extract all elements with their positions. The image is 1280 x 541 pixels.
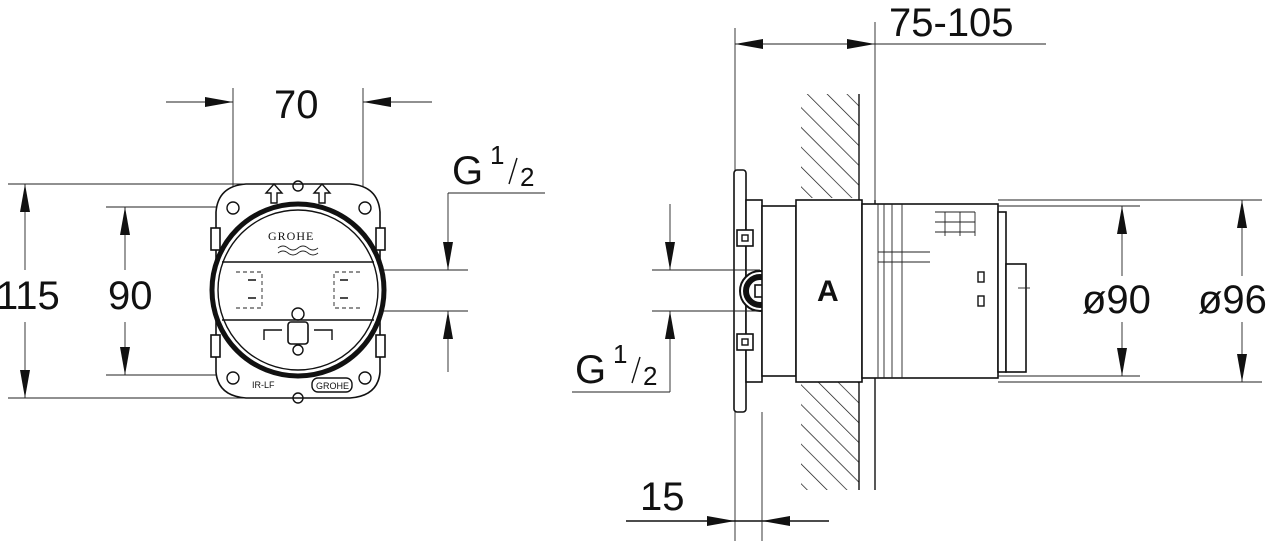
arrow-dia96-bottom [1237, 354, 1247, 382]
screw-hole-top-center [292, 180, 304, 192]
brand-logo-bottom: GROHE [316, 381, 349, 391]
rear-cap [1005, 263, 1027, 373]
thread-front-denominator: 2 [520, 162, 534, 192]
thread-side-g: G [575, 348, 606, 392]
body-inner-ring [217, 209, 379, 371]
arrow-15-right [762, 516, 790, 526]
model-mark: IR-LF [252, 380, 275, 390]
wall-section-top [801, 94, 859, 198]
flow-up-arrow-right-icon [312, 182, 332, 204]
arrow-depth-right [847, 39, 875, 49]
arrow-thread-front-top [443, 242, 453, 270]
arrow-70-right [363, 97, 391, 107]
dimension-15: 15 [640, 475, 685, 519]
valve-screw [291, 307, 305, 321]
thread-side-denominator: 2 [643, 361, 657, 391]
dimension-115: 115 [0, 274, 60, 318]
flow-up-arrow-left-icon [264, 182, 284, 204]
valve-cartridge [287, 321, 309, 345]
thread-front-g: G [452, 149, 483, 193]
flange-clip-top [736, 229, 754, 247]
tab-right-bottom [375, 334, 386, 358]
flange-clip-bottom [736, 333, 754, 351]
brand-logo-top: GROHE [268, 229, 314, 243]
dimension-90: 90 [108, 274, 153, 318]
arrow-depth-left [735, 39, 763, 49]
flow-right-arrow-icon [314, 329, 333, 340]
arrow-70-left [205, 97, 233, 107]
tab-right-top [375, 227, 386, 251]
side-view: 75-105 A [572, 1, 1267, 541]
arrow-115-top [20, 184, 30, 212]
screw-hole-bottom-center [292, 392, 304, 404]
dimension-depth-range: 75-105 [889, 1, 1014, 45]
arrow-thread-front-bottom [443, 311, 453, 339]
wave-logo-icon [277, 245, 319, 251]
tab-left-top [210, 227, 221, 251]
tab-left-bottom [210, 334, 221, 358]
wall-section-bottom [801, 382, 859, 490]
arrow-dia90-bottom [1117, 348, 1127, 376]
arrow-90-top [120, 207, 130, 235]
body-outer-ring [209, 201, 387, 379]
dimension-diameter-90: ø90 [1082, 278, 1151, 322]
arrow-15-left [707, 516, 735, 526]
body-front-section [761, 205, 797, 377]
screw-hole-top-left [226, 201, 240, 215]
front-view: 70 115 90 G 1 2 [0, 83, 545, 404]
flow-left-arrow-icon [263, 329, 282, 340]
body-letter: A [817, 275, 839, 308]
arrow-115-bottom [20, 370, 30, 398]
arrow-dia96-top [1237, 200, 1247, 228]
screw-hole-bottom-right [358, 371, 372, 385]
screw-hole-bottom-left [226, 371, 240, 385]
body-main-section [795, 199, 863, 383]
screw-hole-top-right [358, 201, 372, 215]
dimension-diameter-96: ø96 [1198, 278, 1267, 322]
thread-side-numerator: 1 [613, 339, 627, 369]
thread-front-numerator: 1 [490, 140, 504, 170]
arrow-thread-side-top [665, 242, 675, 270]
dimension-70: 70 [274, 83, 319, 127]
arrow-90-bottom [120, 347, 130, 375]
arrow-dia90-top [1117, 206, 1127, 234]
body-rear-section [861, 203, 999, 379]
arrow-thread-side-bottom [665, 311, 675, 339]
